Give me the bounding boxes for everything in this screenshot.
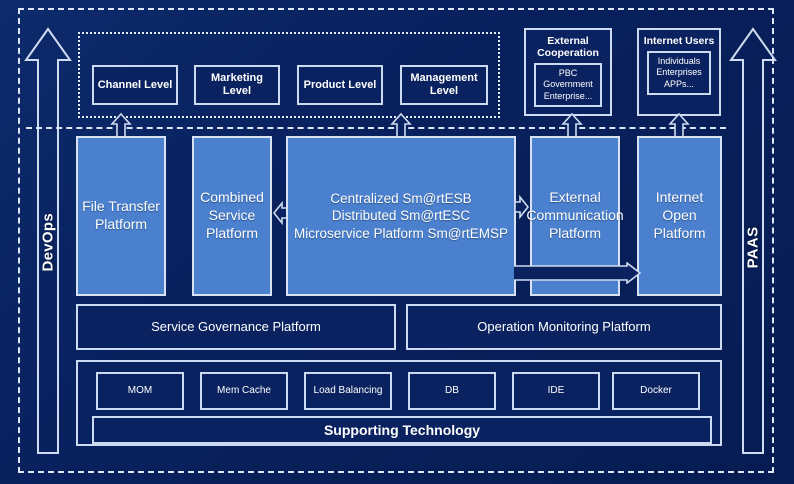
platform-label: File Transfer Platform	[82, 198, 160, 232]
group-title: Internet Users	[643, 35, 715, 47]
tech-box-mom[interactable]: MOM	[96, 372, 184, 410]
supporting-technology-bar[interactable]: Supporting Technology	[92, 416, 712, 444]
tech-box-mem-cache[interactable]: Mem Cache	[200, 372, 288, 410]
flow-arrow-central-to-internet-open	[514, 262, 642, 284]
up-arrow-central	[390, 112, 412, 138]
group-title: External Cooperation	[537, 35, 599, 60]
layer-separator-dashed	[26, 127, 726, 129]
level-label: Marketing Level	[211, 72, 263, 97]
platform-label: Combined Service Platform	[200, 189, 264, 241]
level-box-product[interactable]: Product Level	[297, 65, 383, 105]
platform-combined-service[interactable]: Combined Service Platform	[192, 136, 272, 296]
paas-pillar-arrow: PAAS	[729, 26, 777, 456]
tech-label: DB	[445, 385, 459, 397]
business-levels-region	[78, 32, 500, 118]
group-inner-box: Individuals Enterprises APPs...	[647, 51, 711, 95]
level-label: Channel Level	[97, 78, 173, 91]
tech-box-docker[interactable]: Docker	[612, 372, 700, 410]
level-box-marketing[interactable]: Marketing Level	[194, 65, 280, 105]
platform-internet-open[interactable]: Internet Open Platform	[637, 136, 722, 296]
up-arrow-external-communication	[561, 112, 583, 138]
platform-label: Internet Open Platform	[653, 189, 706, 241]
governance-operation-monitoring[interactable]: Operation Monitoring Platform	[406, 304, 722, 350]
level-box-channel[interactable]: Channel Level	[92, 65, 178, 105]
up-arrow-internet-open	[668, 112, 690, 138]
devops-pillar-arrow: DevOps	[24, 26, 72, 456]
group-internet-users[interactable]: Internet Users Individuals Enterprises A…	[637, 28, 721, 116]
level-label: Product Level	[303, 78, 377, 91]
platform-file-transfer[interactable]: File Transfer Platform	[76, 136, 166, 296]
devops-label: DevOps	[39, 213, 57, 272]
tech-label: Load Balancing	[313, 385, 383, 397]
tech-box-load-balancing[interactable]: Load Balancing	[304, 372, 392, 410]
tech-label: Docker	[640, 385, 672, 397]
up-arrow-channel	[110, 112, 132, 138]
governance-label: Service Governance Platform	[151, 318, 321, 334]
tech-label: IDE	[547, 385, 565, 397]
group-external-cooperation[interactable]: External Cooperation PBC Government Ente…	[524, 28, 612, 116]
tech-box-ide[interactable]: IDE	[512, 372, 600, 410]
governance-service-platform[interactable]: Service Governance Platform	[76, 304, 396, 350]
paas-label: PAAS	[744, 226, 762, 269]
outer-boundary	[18, 8, 774, 473]
group-inner-box: PBC Government Enterprise...	[534, 63, 602, 107]
tech-label: MOM	[127, 385, 153, 397]
level-label: Management Level	[410, 72, 478, 97]
tech-box-db[interactable]: DB	[408, 372, 496, 410]
supporting-label: Supporting Technology	[323, 421, 481, 438]
platform-label: Centralized Sm@rtESB Distributed Sm@rtES…	[294, 191, 508, 241]
tech-label: Mem Cache	[217, 385, 271, 397]
platform-central-esb[interactable]: Centralized Sm@rtESB Distributed Sm@rtES…	[286, 136, 516, 296]
level-box-management[interactable]: Management Level	[400, 65, 488, 105]
connector-arrow-right	[514, 192, 530, 222]
platform-label: External Communication Platform	[526, 189, 624, 241]
governance-label: Operation Monitoring Platform	[477, 318, 651, 334]
